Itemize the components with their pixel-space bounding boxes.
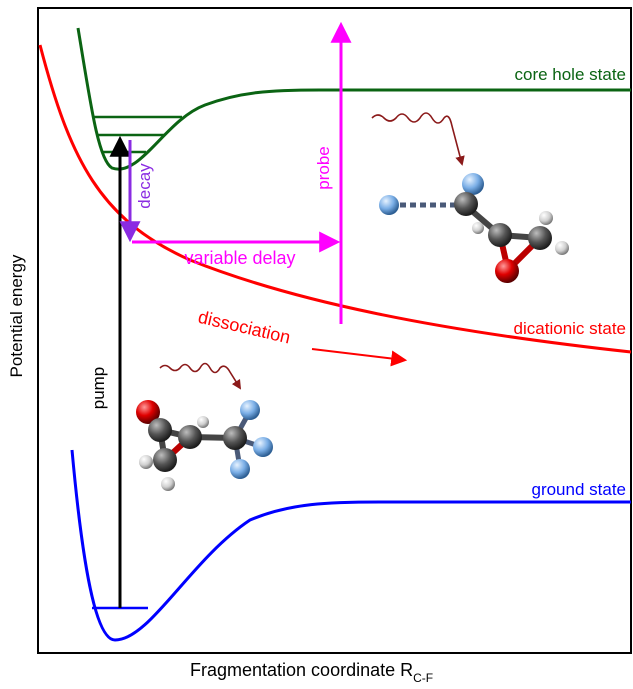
- x-axis-label-subscript: C-F: [413, 671, 433, 684]
- photon-icon-upper: [371, 112, 465, 166]
- dicationic-state-label: dicationic state: [514, 319, 626, 338]
- y-axis-label: Potential energy: [7, 254, 26, 377]
- decay-label: decay: [135, 163, 154, 209]
- pump-label: pump: [89, 367, 108, 410]
- ground-curve: [70, 449, 631, 642]
- dissociation-label: dissociation: [196, 307, 292, 348]
- x-axis-label: Fragmentation coordinate RC-F: [190, 660, 433, 684]
- probe-label: probe: [314, 146, 333, 189]
- ground-state-label: ground state: [531, 480, 626, 499]
- core-hole-curve: [76, 27, 631, 171]
- dissociating-molecule-icon: [379, 173, 569, 283]
- dissociation-arrow: [311, 348, 408, 367]
- x-axis-label-main: Fragmentation coordinate R: [190, 660, 413, 680]
- plot-frame: [37, 7, 632, 654]
- core-hole-state-label: core hole state: [514, 65, 626, 84]
- variable-delay-label: variable delay: [184, 248, 295, 268]
- photon-icon-lower: [159, 362, 242, 390]
- intact-molecule-icon: [136, 400, 273, 491]
- dicationic-curve: [38, 44, 632, 354]
